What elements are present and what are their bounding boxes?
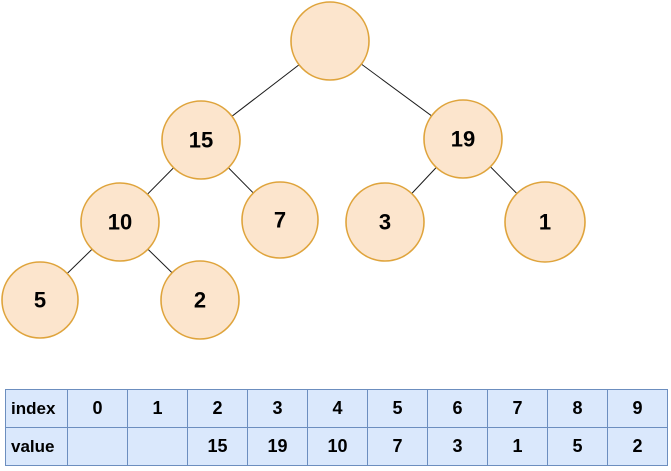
tree-node-7-label: 7 xyxy=(274,208,286,233)
tree-node-19: 19 xyxy=(423,99,503,179)
index-row-label: index xyxy=(5,389,68,428)
tree-node-root xyxy=(290,1,370,81)
value-cell-1 xyxy=(127,427,188,466)
tree-node-15-circle xyxy=(161,100,241,180)
index-cell-9: 9 xyxy=(607,389,668,428)
index-cell-8: 8 xyxy=(547,389,608,428)
tree-node-3-label: 3 xyxy=(379,210,391,235)
index-cell-5: 5 xyxy=(367,389,428,428)
value-cell-8: 5 xyxy=(547,427,608,466)
tree-node-1-label: 1 xyxy=(539,210,551,235)
tree-node-10-circle xyxy=(80,182,160,262)
tree-node-2-label: 2 xyxy=(194,288,206,313)
tree-node-19-label: 19 xyxy=(451,127,475,152)
value-cell-0 xyxy=(67,427,128,466)
tree-node-2-circle xyxy=(160,260,240,340)
tree-node-10-label: 10 xyxy=(108,210,132,235)
tree-node-3: 3 xyxy=(345,182,425,262)
value-cell-9: 2 xyxy=(607,427,668,466)
index-cell-2: 2 xyxy=(187,389,248,428)
value-cell-6: 3 xyxy=(427,427,488,466)
value-cell-5: 7 xyxy=(367,427,428,466)
value-cell-7: 1 xyxy=(487,427,548,466)
value-cell-2: 15 xyxy=(187,427,248,466)
tree-node-10: 10 xyxy=(80,182,160,262)
index-cell-7: 7 xyxy=(487,389,548,428)
tree-node-1: 1 xyxy=(504,181,586,263)
tree-node-5: 5 xyxy=(1,261,79,339)
binary-tree-diagram: 15 19 10 7 3 1 5 2 xyxy=(1,1,586,340)
tree-node-root-circle xyxy=(290,1,370,81)
tree-node-5-label: 5 xyxy=(34,288,46,313)
tree-node-7: 7 xyxy=(241,181,319,259)
value-row-label: value xyxy=(5,427,68,466)
index-cell-1: 1 xyxy=(127,389,188,428)
index-cell-0: 0 xyxy=(67,389,128,428)
table-row-value: value 15 19 10 7 3 1 5 2 xyxy=(5,427,668,466)
index-cell-6: 6 xyxy=(427,389,488,428)
table-row-index: index 0 1 2 3 4 5 6 7 8 9 xyxy=(5,389,668,428)
tree-node-2: 2 xyxy=(160,260,240,340)
tree-node-1-circle xyxy=(504,181,586,263)
tree-node-3-circle xyxy=(345,182,425,262)
tree-node-7-circle xyxy=(241,181,319,259)
tree-node-15-label: 15 xyxy=(189,128,213,153)
tree-node-15: 15 xyxy=(161,100,241,180)
tree-node-5-circle xyxy=(1,261,79,339)
index-cell-4: 4 xyxy=(307,389,368,428)
index-cell-3: 3 xyxy=(247,389,308,428)
value-cell-4: 10 xyxy=(307,427,368,466)
value-cell-3: 19 xyxy=(247,427,308,466)
index-value-table: index 0 1 2 3 4 5 6 7 8 9 value 15 19 10… xyxy=(5,389,668,466)
tree-node-19-circle xyxy=(423,99,503,179)
